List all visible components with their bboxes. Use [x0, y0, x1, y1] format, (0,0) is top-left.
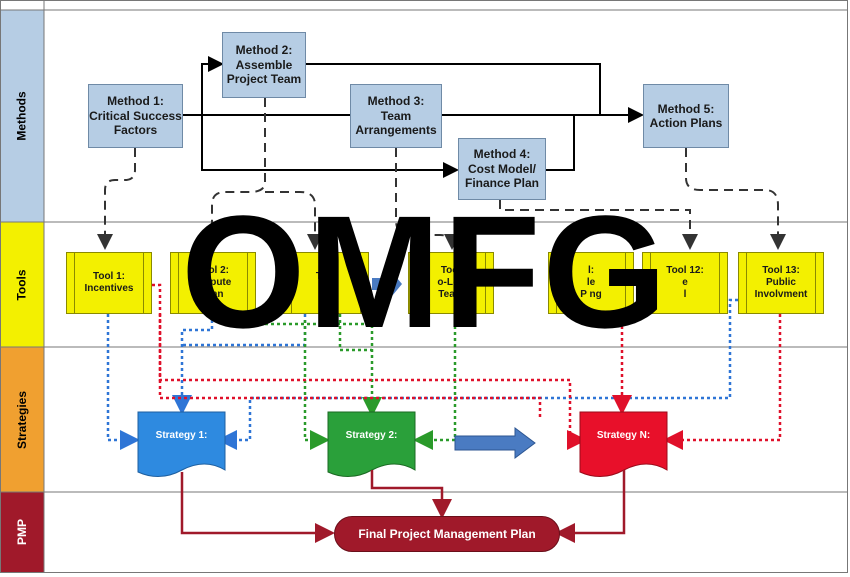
pmp-connectors: [180, 470, 626, 543]
m1-to-t1-dash: [97, 148, 136, 250]
tool-3-box: Tool A s: [283, 252, 369, 314]
strategies-lane-label: Strategies: [0, 347, 44, 492]
strategy-flow-arrow: [454, 427, 536, 459]
dashed-connectors: [97, 98, 786, 250]
tool-1-box: Tool 1: Incentives: [66, 252, 152, 314]
methods-lane-text: Methods: [15, 91, 29, 141]
methods-lane-band: [0, 10, 44, 222]
t3b-to-s2-dots: [338, 314, 372, 352]
t1-to-sn-dots: [152, 283, 587, 450]
t3-to-s2-dots: [303, 320, 330, 450]
tool-5-box: l: le P ng: [548, 252, 634, 314]
m5-to-t7-dash: [685, 148, 786, 250]
strategy-1-label: Strategy 1:: [155, 430, 208, 441]
strategy-2-shape: [327, 411, 416, 477]
t1-to-s1-dots: [106, 314, 140, 450]
t2-to-s2-dots: [243, 314, 382, 417]
tool-flow-arrow: [372, 272, 402, 296]
omfg-watermark-text: OMFG: [181, 182, 669, 361]
t2-to-sn-dots: [158, 314, 542, 420]
t7-to-s1-dots: [217, 298, 738, 450]
red-dotted-connectors: [152, 283, 782, 450]
m2-to-m5-line: [306, 63, 601, 115]
pmp-lane-text: PMP: [14, 518, 29, 546]
strategy-n-label: Strategy N:: [596, 430, 651, 441]
flow-arrows: [372, 272, 536, 459]
strategy-shapes: [137, 411, 668, 477]
m3-to-t4-dash: [395, 148, 460, 250]
tool-7-box: Tool 13: Public Involvment: [738, 252, 824, 314]
s1-to-final-line: [180, 472, 335, 543]
strategies-lane-text: Strategies: [15, 390, 29, 449]
sn-to-final-line: [555, 470, 626, 543]
tool-4-box: Tool o-Loc Team: [408, 252, 494, 314]
tool-2-box: Tool 2: Dispute Plan: [170, 252, 256, 314]
m1-to-m4-line: [201, 115, 459, 178]
tool-6-box: Tool 12: e l: [642, 252, 728, 314]
method-4-box: Method 4: Cost Model/ Finance Plan: [458, 138, 546, 200]
strategies-lane-band: [0, 347, 44, 492]
strategy-2-label: Strategy 2:: [345, 430, 398, 441]
pmp-lane-label: PMP: [0, 492, 44, 572]
t2-to-s1-dots: [172, 314, 214, 415]
strategy-1-shape: [137, 411, 226, 477]
method-1-box: Method 1: Critical Success Factors: [88, 84, 183, 148]
method-5-box: Method 5: Action Plans: [643, 84, 729, 148]
strategy-n-shape: [579, 411, 668, 477]
m4-to-t6-dash: [499, 200, 698, 250]
s2-to-final-line: [370, 470, 452, 519]
method-3-box: Method 3: Team Arrangements: [350, 84, 442, 148]
m4-to-m5-line: [546, 115, 575, 171]
t7-to-sn-dots: [663, 314, 782, 450]
final-project-management-plan: Final Project Management Plan: [334, 516, 560, 552]
m2-to-t3-dash: [265, 191, 323, 250]
pmp-lane-band: [0, 492, 44, 572]
method-2-box: Method 2: Assemble Project Team: [222, 32, 306, 98]
tools-lane-band: [0, 222, 44, 347]
m1-to-m2-line: [201, 56, 224, 115]
